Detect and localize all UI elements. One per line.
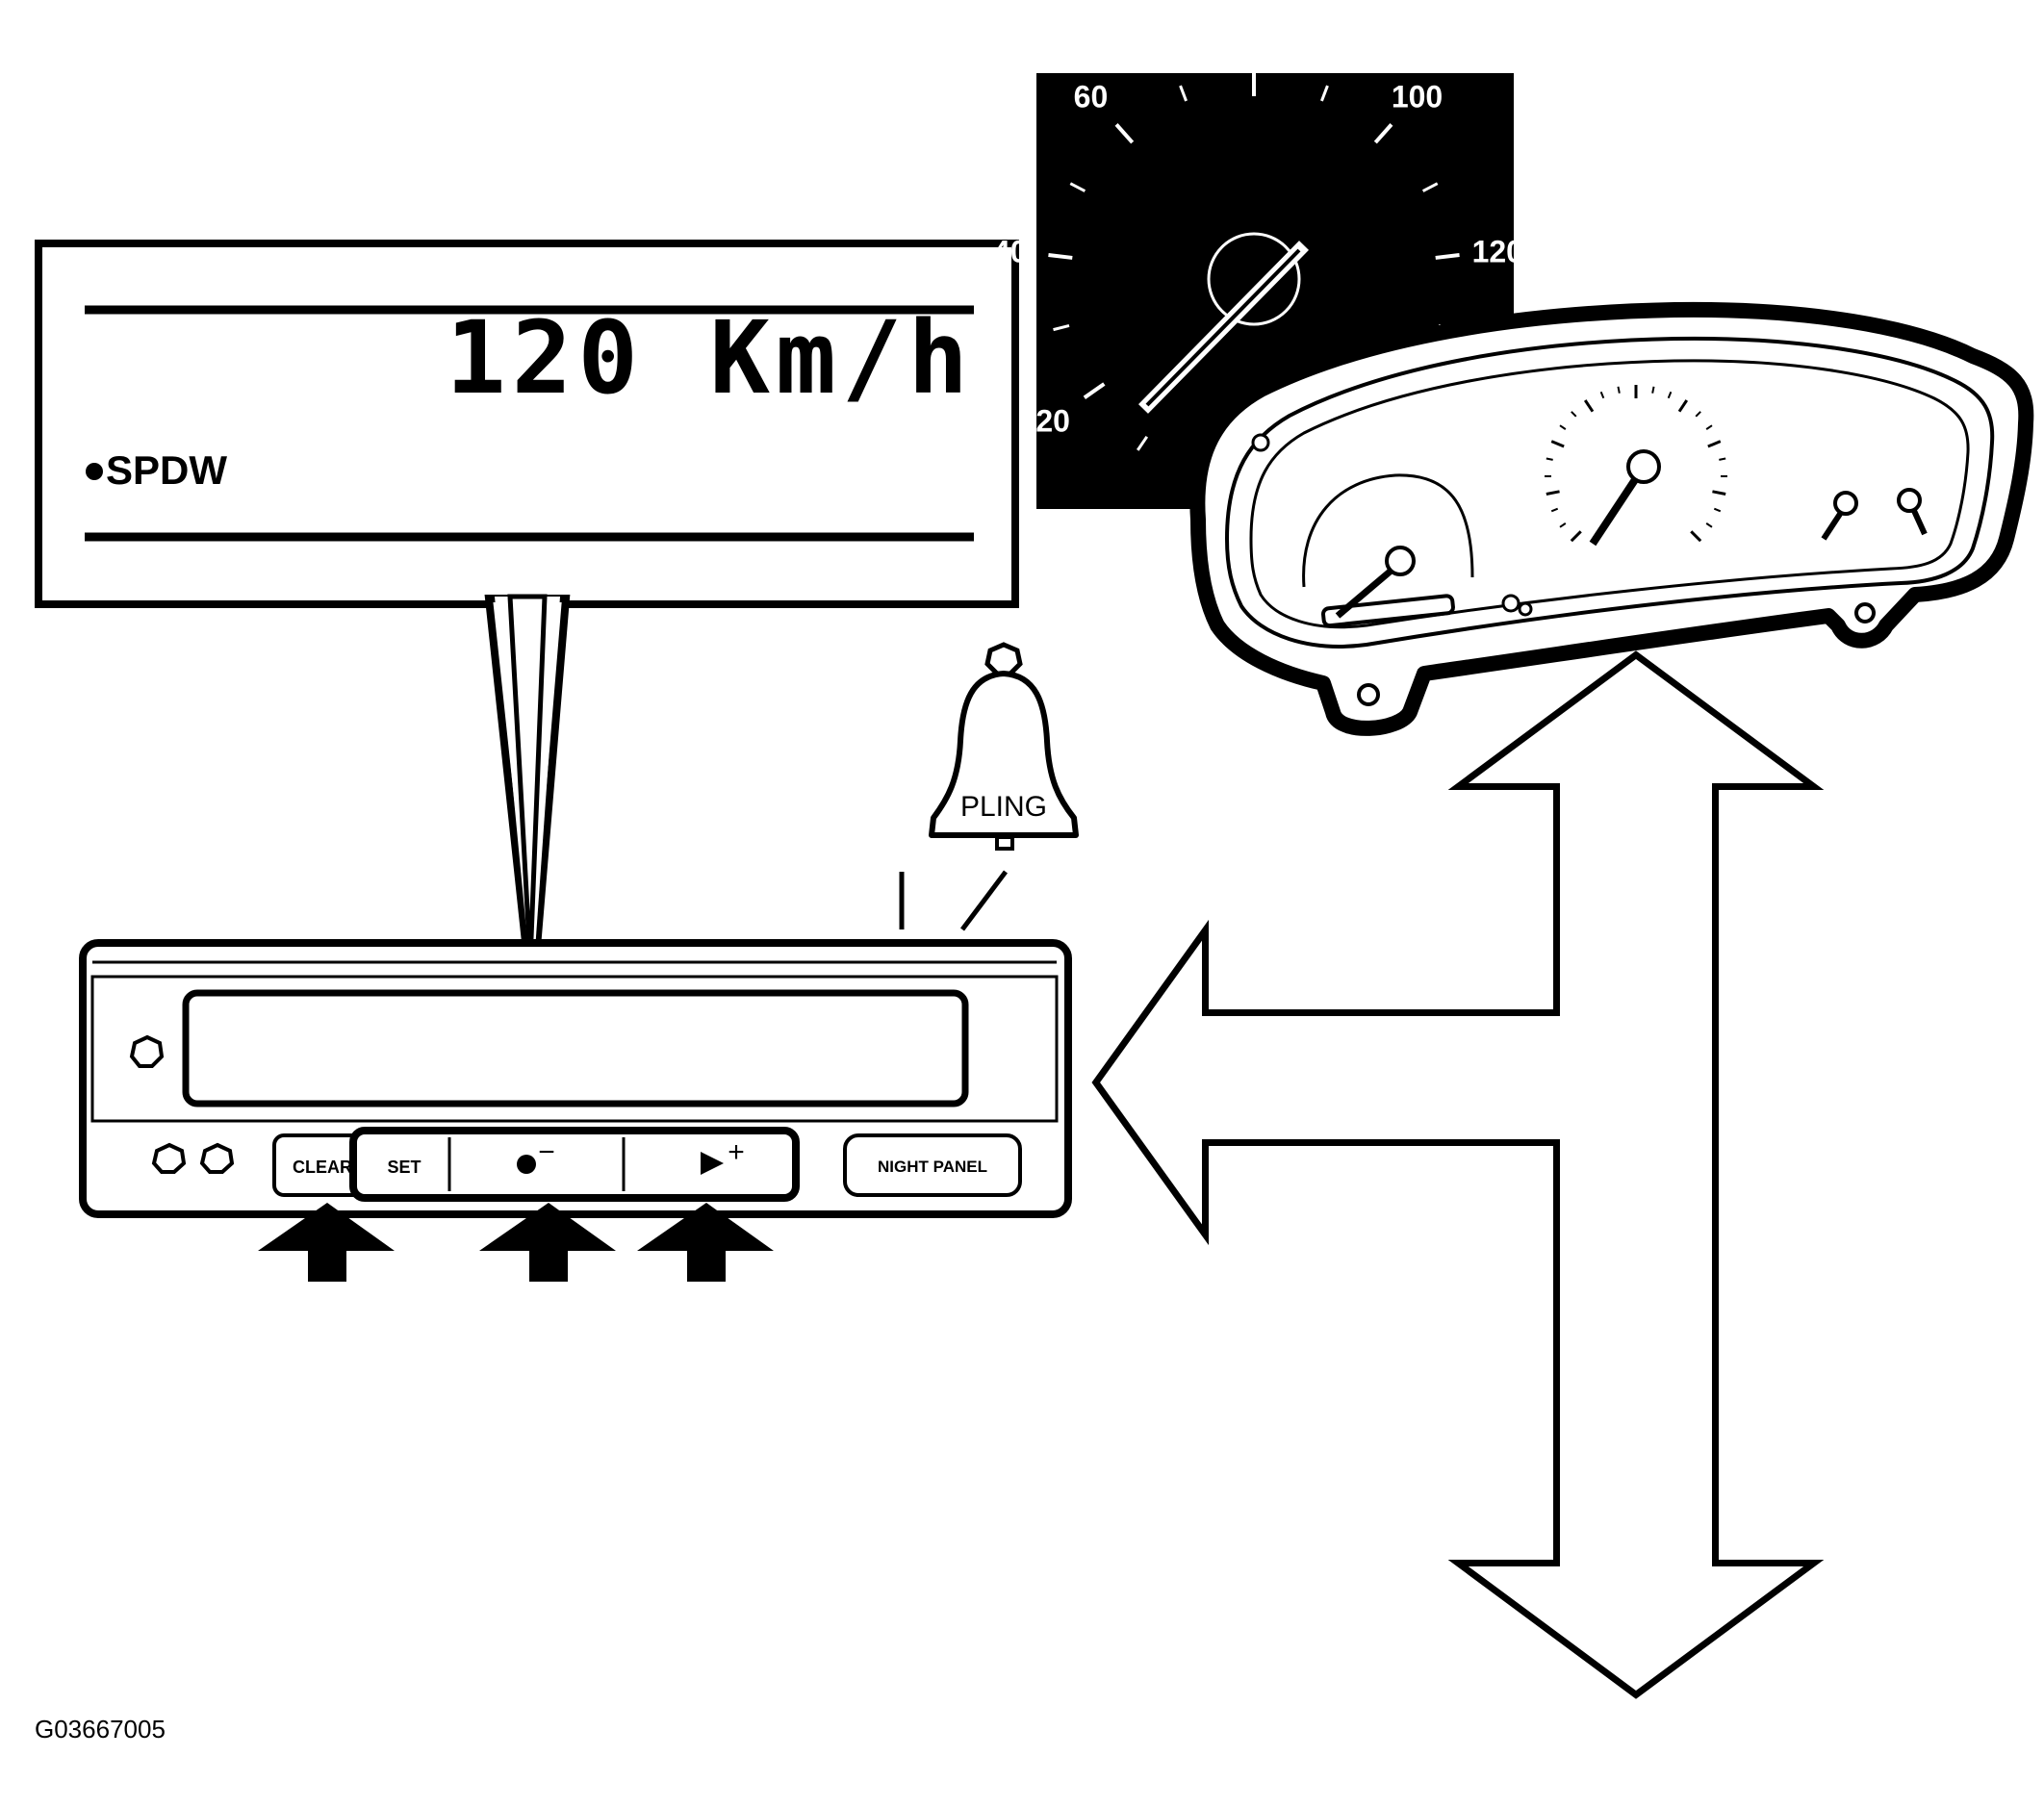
chime-bell: PLING <box>899 642 1079 931</box>
cluster-bezel <box>1224 336 1995 649</box>
cluster-center-pivot <box>1626 449 1661 484</box>
gauge-tick <box>1435 253 1460 260</box>
cluster-tick <box>1705 424 1713 430</box>
instrument-cluster <box>1189 301 2034 736</box>
cluster-tick <box>1546 490 1560 496</box>
cluster-tick <box>1651 386 1655 394</box>
set-button-label: SET <box>387 1158 421 1177</box>
cluster-tick <box>1690 530 1702 543</box>
gauge-tick-label: 20 <box>1035 403 1070 438</box>
press-arrow-plus-icon <box>637 1203 774 1282</box>
cluster-indicator-lamp-2 <box>1518 601 1533 617</box>
minus-button-label: − <box>538 1136 555 1168</box>
play-icon <box>701 1152 724 1175</box>
set-button[interactable]: SET <box>361 1137 447 1191</box>
cluster-tick <box>1712 490 1726 496</box>
bidirectional-arrow-inner <box>1100 659 1804 1691</box>
cluster-tick <box>1667 391 1673 399</box>
gauge-needle-core <box>1145 248 1301 407</box>
left-gauge-bar <box>1321 594 1455 628</box>
callout-speed-readout: 120 Km/h <box>446 299 974 417</box>
cluster-tick <box>1550 440 1565 448</box>
plus-button-label: + <box>728 1136 745 1168</box>
clear-button-label: CLEAR <box>293 1158 352 1177</box>
minus-button[interactable]: − <box>452 1136 621 1191</box>
cluster-tick <box>1617 386 1621 394</box>
press-arrow-minus-icon <box>479 1203 616 1282</box>
dic-head-unit: CLEAR SET − + NIGHT PANEL <box>79 939 1072 1218</box>
gauge-tick-label: 80 <box>1237 17 1271 52</box>
gauge-tick-label: 100 <box>1392 80 1443 115</box>
cluster-tick <box>1677 399 1689 413</box>
press-arrows <box>258 1203 774 1282</box>
cluster-tick <box>1559 424 1567 430</box>
night-panel-button[interactable]: NIGHT PANEL <box>843 1133 1022 1197</box>
bell-clapper-icon <box>995 835 1014 851</box>
callout-frame <box>35 240 1019 608</box>
callout-display: 120 Km/h SPDW <box>35 240 1019 1006</box>
cluster-tick <box>1571 411 1577 418</box>
cluster-tick <box>1546 457 1553 461</box>
cluster-tick <box>1705 522 1713 528</box>
gauge-tick-label: 40 <box>993 234 1028 268</box>
cluster-tick <box>1719 457 1726 461</box>
bell-hanger-icon <box>984 642 1023 676</box>
cluster-indicator-lamp <box>1501 594 1520 613</box>
press-arrow-set-icon <box>258 1203 395 1282</box>
gauge-tick <box>1179 85 1188 102</box>
cluster-tick <box>1583 399 1595 413</box>
left-gauge-arc <box>1302 473 1474 588</box>
gauge-hub <box>1207 232 1301 326</box>
right-gauge-pivot-2 <box>1897 488 1922 513</box>
figure-id: G03667005 <box>35 1715 166 1743</box>
gauge-tick <box>1137 435 1149 451</box>
gauge-tick <box>1320 85 1329 102</box>
dic-screw-icon <box>129 1034 165 1068</box>
callout-pointer-mask <box>495 597 560 991</box>
cluster-tick <box>1713 507 1722 513</box>
data-flow-arrows <box>1091 650 1825 1699</box>
gauge-tick <box>1083 382 1106 399</box>
mount-screw-right <box>1854 602 1876 624</box>
mount-screw-left <box>1357 683 1380 706</box>
chime-label: PLING <box>960 791 1047 823</box>
mount-screw-top <box>1251 433 1270 452</box>
callout-mode-label: SPDW <box>106 447 227 493</box>
gauge-tick-label: 60 <box>1074 80 1109 115</box>
cluster-tick <box>1599 391 1605 399</box>
left-gauge-pivot <box>1385 546 1416 576</box>
mode-indicator-icon <box>86 463 103 480</box>
gauge-tick <box>1421 182 1439 192</box>
cluster-tick <box>1550 507 1559 513</box>
right-gauge-pivot-1 <box>1833 491 1858 516</box>
gauge-tick <box>1373 123 1393 144</box>
cluster-tick <box>1707 440 1722 448</box>
cluster-tick <box>1695 411 1701 418</box>
cluster-inner-bezel <box>1249 359 1970 629</box>
cluster-tick <box>1570 530 1582 543</box>
dic-inner-frame <box>90 975 1059 1123</box>
gauge-tick <box>1069 182 1086 192</box>
cluster-center-ticks <box>1545 385 1727 543</box>
callout-pointer-inner <box>507 594 548 963</box>
gauge-tick <box>1114 123 1135 144</box>
gauge-tick <box>1053 324 1070 332</box>
dot-icon <box>517 1155 536 1174</box>
cluster-tick <box>1559 522 1567 528</box>
dic-display-window <box>182 989 969 1107</box>
chime-sound-line-2 <box>960 870 1008 931</box>
dic-led-1-icon <box>151 1142 187 1174</box>
gauge-tick <box>1048 253 1073 260</box>
night-panel-button-label: NIGHT PANEL <box>878 1158 987 1176</box>
dic-led-2-icon <box>199 1142 235 1174</box>
gauge-tick-label: 120 <box>1472 234 1523 268</box>
plus-button[interactable]: + <box>626 1136 788 1191</box>
